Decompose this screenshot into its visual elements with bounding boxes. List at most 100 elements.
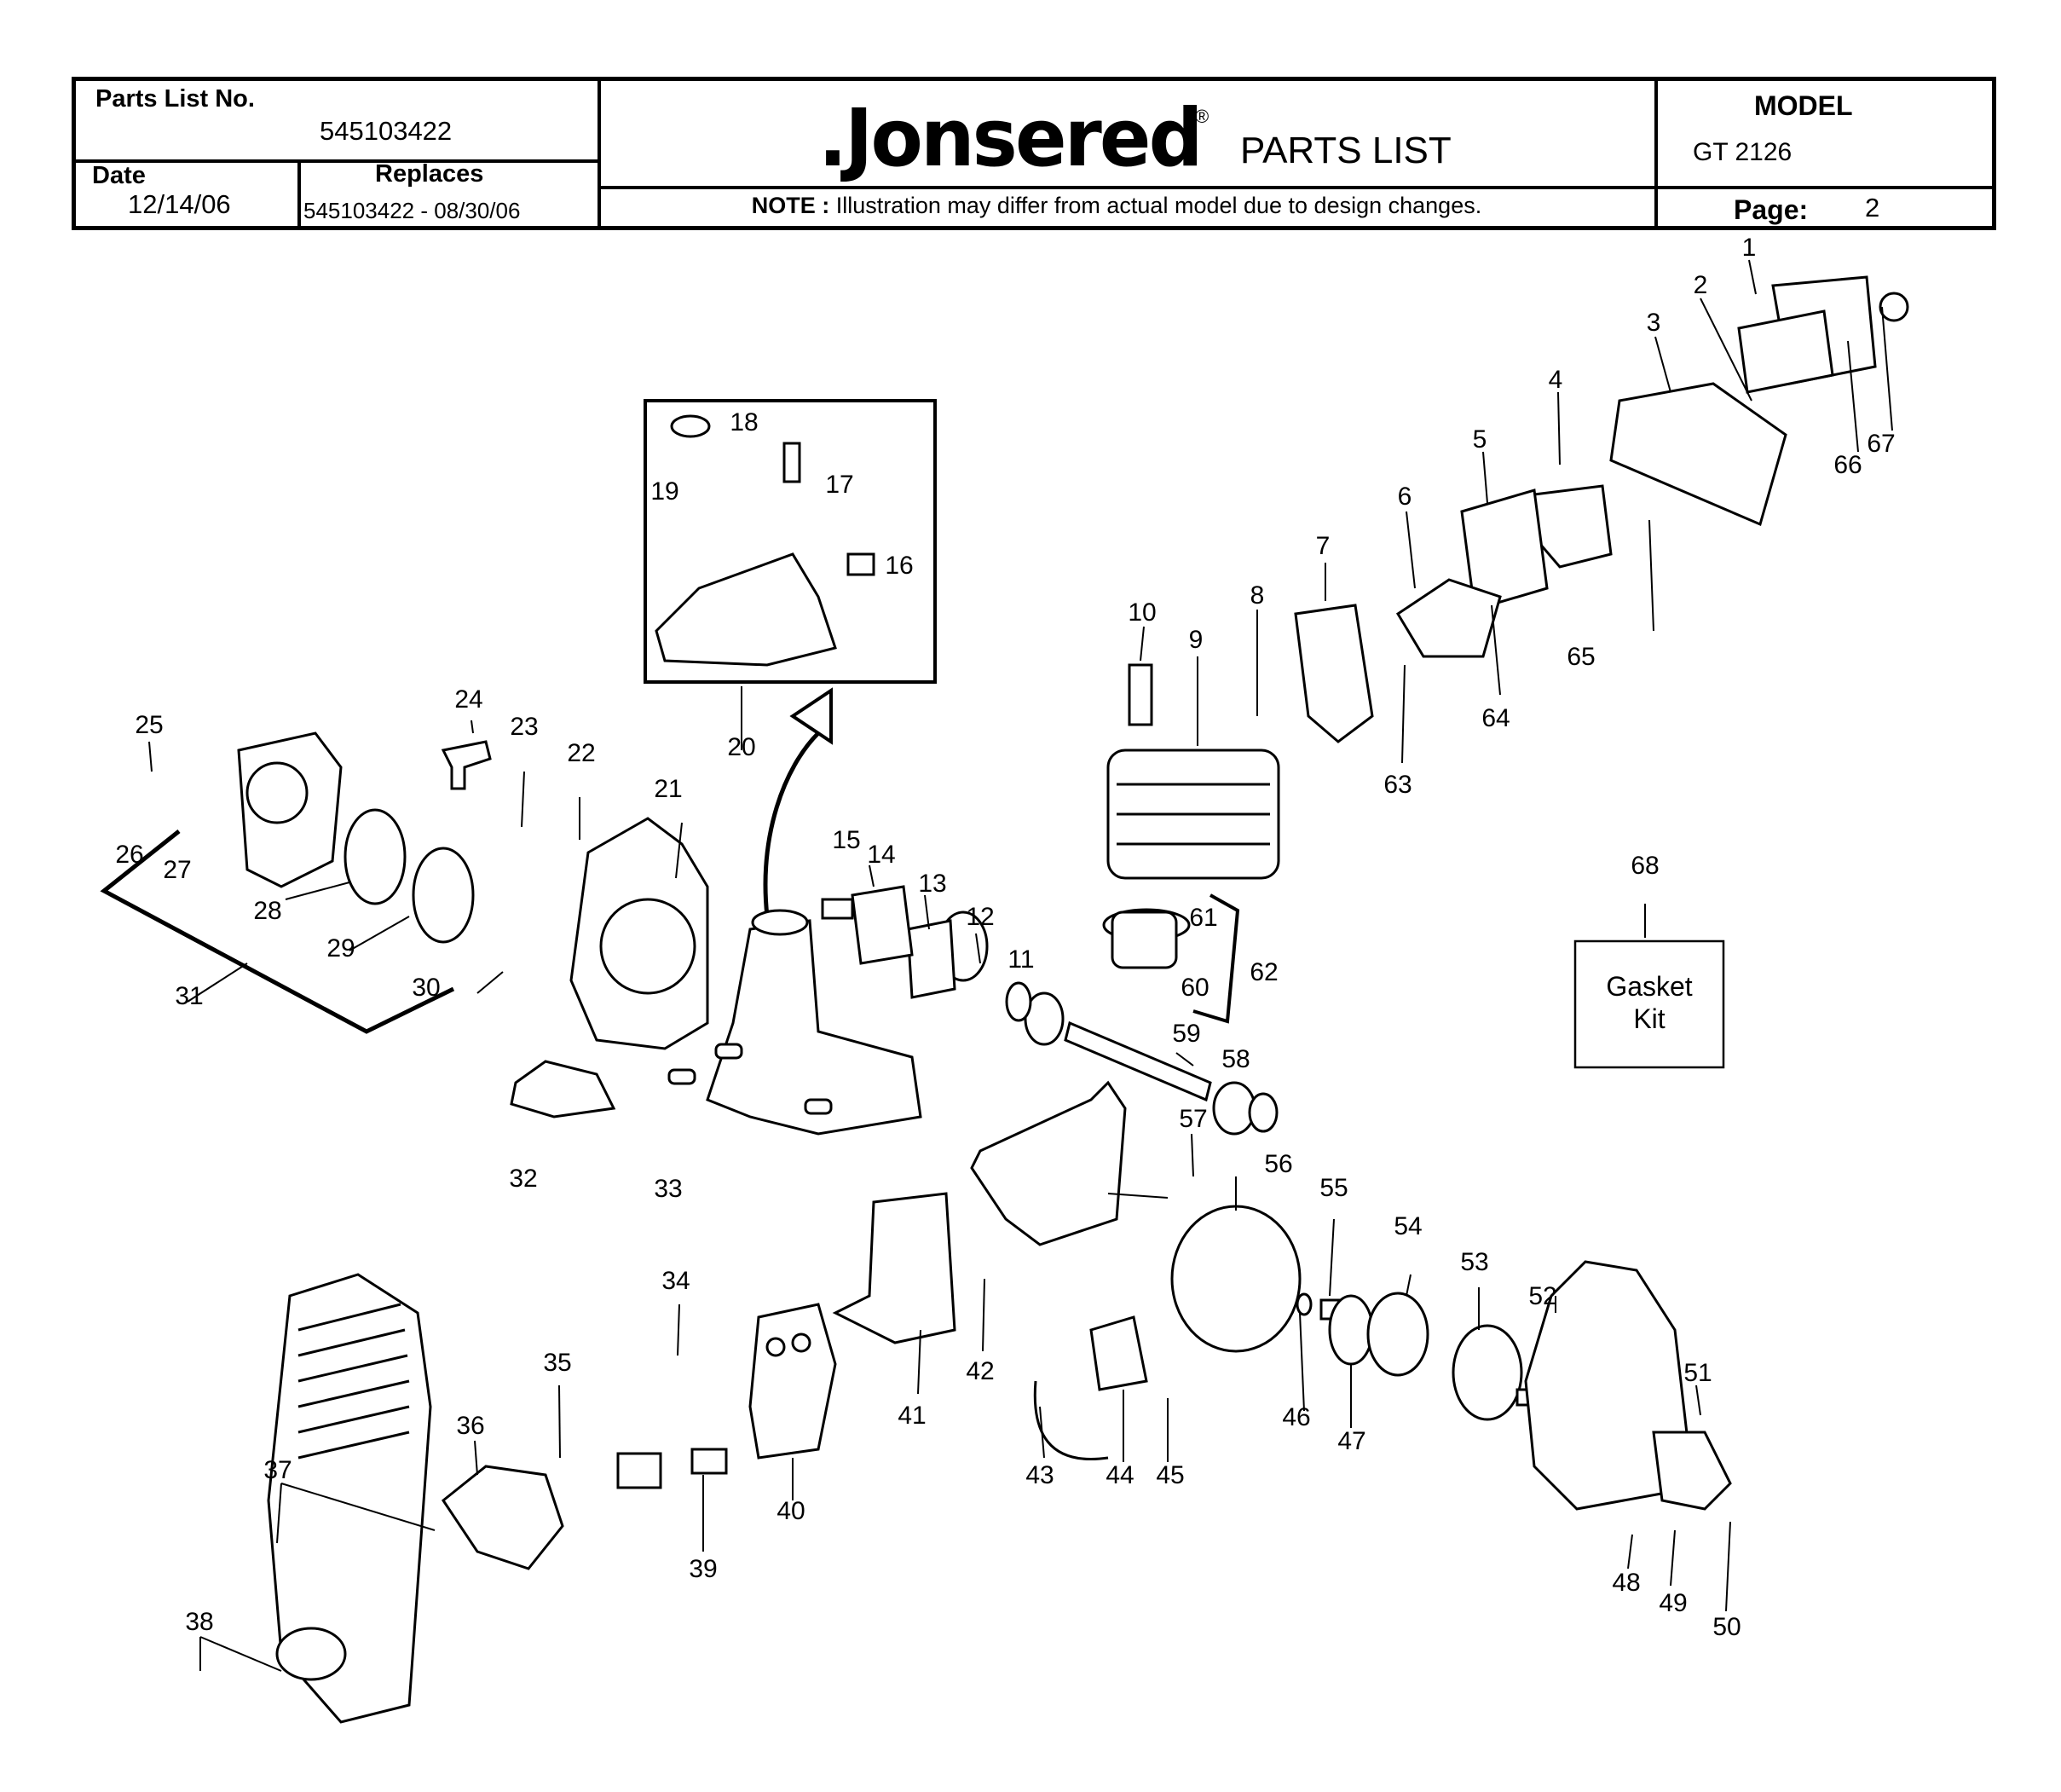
callout-6: 6 [1398, 483, 1412, 511]
part-15 [821, 898, 854, 920]
plate-47 [1328, 1294, 1374, 1366]
callout-56: 56 [1264, 1150, 1292, 1178]
callout-41: 41 [898, 1402, 926, 1430]
callout-55: 55 [1319, 1174, 1348, 1202]
callout-22: 22 [567, 739, 595, 767]
callout-28: 28 [253, 897, 281, 925]
header-divider-1 [598, 81, 601, 226]
model-label: MODEL [1754, 90, 1853, 121]
fuel-cap [751, 909, 809, 936]
washer-46 [1296, 1292, 1313, 1316]
flywheel [1170, 1205, 1302, 1353]
callout-38: 38 [185, 1608, 213, 1636]
cap-18 [670, 414, 711, 438]
header-vline-date [297, 159, 301, 228]
hose-17 [782, 442, 801, 483]
callout-63: 63 [1383, 771, 1412, 799]
parts-list-no-value: 545103422 [320, 116, 453, 146]
model-value: GT 2126 [1693, 138, 1793, 166]
mount-33b [714, 1043, 743, 1060]
clutch-drum [1452, 1324, 1523, 1421]
air-filter [1737, 309, 1834, 394]
callout-12: 12 [966, 903, 994, 931]
cover-36 [441, 1465, 564, 1570]
callout-49: 49 [1659, 1589, 1687, 1617]
callout-21: 21 [654, 775, 682, 803]
callout-27: 27 [163, 856, 191, 884]
tank-detail [655, 552, 837, 667]
gasket-kit-box [1573, 939, 1725, 1069]
callout-59: 59 [1172, 1020, 1200, 1048]
callout-42: 42 [966, 1357, 994, 1385]
clutch [1366, 1292, 1429, 1377]
bearing-58 [1212, 1081, 1256, 1136]
callout-32: 32 [509, 1165, 537, 1193]
callout-60: 60 [1181, 974, 1209, 1002]
date-label: Date [92, 162, 146, 189]
carburetor [1533, 484, 1613, 569]
piston [1111, 910, 1178, 969]
spark-lead [1033, 1380, 1109, 1460]
plate-39 [690, 1448, 728, 1475]
callout-45: 45 [1156, 1461, 1184, 1489]
callout-29: 29 [326, 934, 355, 962]
note-text: Illustration may differ from actual mode… [835, 193, 1482, 218]
header-hline-mid [598, 186, 1995, 189]
bracket-32 [510, 1060, 616, 1119]
callout-34: 34 [661, 1267, 690, 1295]
heat-shield-41 [832, 1192, 956, 1344]
housing-opening [599, 898, 696, 995]
crankcase [970, 1080, 1127, 1246]
callout-68: 68 [1631, 852, 1659, 880]
retainer-35 [616, 1452, 662, 1489]
gasket-kit-line2: Kit [1633, 1003, 1665, 1034]
brand-logo: .Jonsered [818, 92, 1204, 185]
callout-17: 17 [825, 471, 853, 499]
callout-18: 18 [730, 408, 758, 436]
page-value: 2 [1865, 193, 1880, 223]
gasket-5 [1460, 488, 1549, 611]
callout-14: 14 [867, 841, 895, 869]
callout-54: 54 [1394, 1212, 1422, 1240]
tank-detail-box [644, 399, 937, 684]
starter-handle [441, 740, 492, 790]
intake-6 [1395, 578, 1502, 658]
arrow-20 [763, 731, 820, 917]
callout-19: 19 [650, 477, 678, 506]
spring-13 [906, 919, 956, 999]
callout-40: 40 [776, 1497, 805, 1525]
header-hline-left [76, 159, 598, 163]
callout-47: 47 [1337, 1427, 1365, 1455]
note-label: NOTE : [751, 193, 830, 218]
callout-65: 65 [1567, 643, 1595, 671]
callout-67: 67 [1867, 430, 1895, 458]
header-divider-2 [1654, 81, 1658, 226]
spark-plug [1128, 663, 1153, 726]
callout-26: 26 [115, 841, 143, 869]
filter-16 [846, 552, 875, 576]
header-table [72, 77, 1996, 230]
bracket-31 [100, 830, 455, 1034]
callout-51: 51 [1683, 1359, 1712, 1387]
callout-labels: 1234567891011121314151617181920212223242… [115, 234, 1895, 1641]
callout-53: 53 [1460, 1248, 1488, 1276]
callout-64: 64 [1481, 704, 1510, 732]
bracket-62 [1192, 893, 1240, 1024]
gasket-kit-line1: Gasket [1606, 971, 1692, 1002]
callout-15: 15 [832, 826, 860, 854]
callout-4: 4 [1549, 366, 1563, 394]
heat-shield [1294, 604, 1374, 743]
housing-14 [851, 885, 914, 965]
callout-25: 25 [135, 711, 163, 739]
muffler [748, 1303, 837, 1460]
callout-50: 50 [1712, 1613, 1741, 1641]
callout-3: 3 [1647, 309, 1661, 337]
parts-list-no-label: Parts List No. [95, 85, 255, 113]
callout-43: 43 [1025, 1461, 1054, 1489]
callout-5: 5 [1473, 425, 1487, 454]
callout-37: 37 [263, 1456, 292, 1484]
callout-13: 13 [918, 870, 946, 898]
date-value: 12/14/06 [128, 189, 231, 219]
callout-10: 10 [1128, 598, 1156, 627]
replaces-label: Replaces [375, 160, 484, 188]
